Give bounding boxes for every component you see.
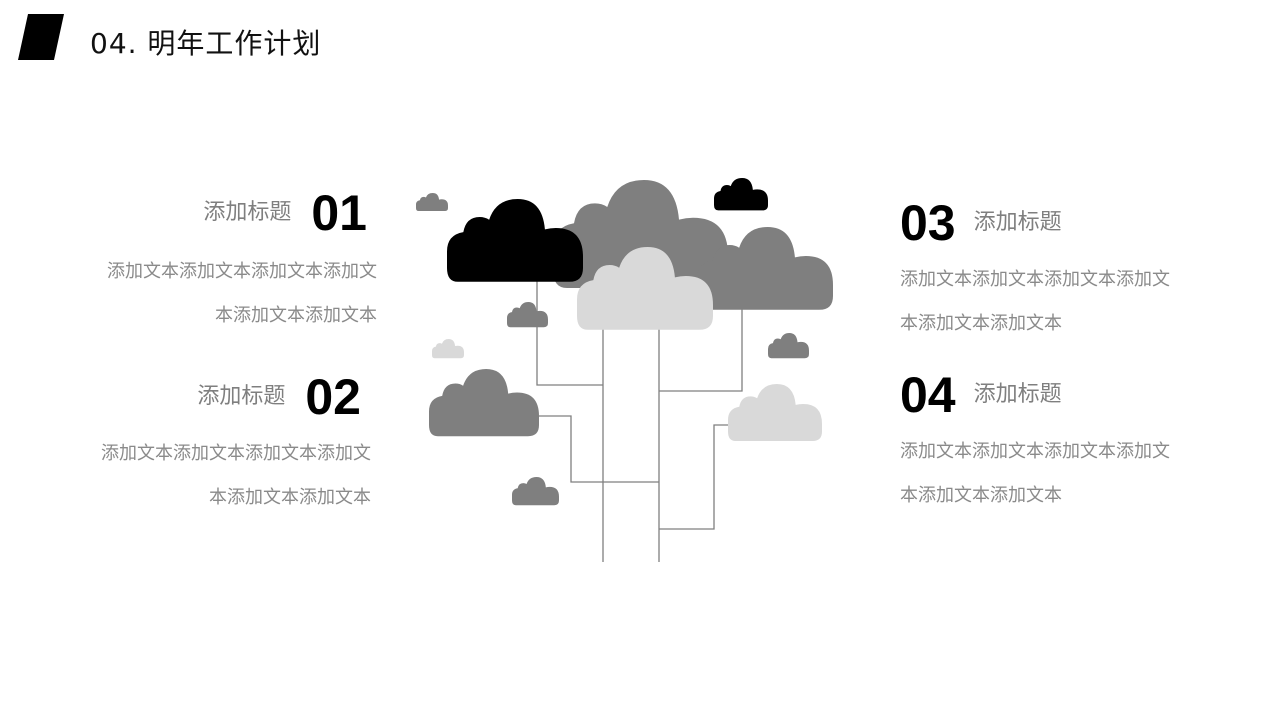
item-02-number: 02 [305, 369, 361, 425]
cloud-icon-02 [429, 369, 539, 437]
item-02-text-line2: 本添加文本添加文本 [209, 487, 371, 508]
item-01-text-line1: 添加文本添加文本添加文本添加文 [107, 261, 377, 282]
connector-lines [536, 280, 743, 562]
item-03-heading: 添加标题 [973, 210, 1062, 235]
item-01-text-line2: 本添加文本添加文本 [215, 305, 377, 326]
item-04-text-line1: 添加文本添加文本添加文本添加文 [900, 441, 1170, 462]
item-01-heading: 添加标题 [203, 200, 292, 225]
cloud-icon-small-gray-right [768, 333, 809, 359]
item-03-number: 03 [900, 195, 956, 251]
item-01-heading-row: 添加标题 01 [60, 188, 377, 238]
item-02-heading: 添加标题 [197, 384, 286, 409]
item-04: 04 添加标题 添加文本添加文本添加文本添加文 本添加文本添加文本 [900, 370, 1240, 518]
item-02: 添加标题 02 添加文本添加文本添加文本添加文 本添加文本添加文本 [54, 372, 371, 520]
cloud-icon-small-gray-midleft [507, 302, 548, 328]
item-04-text-line2: 本添加文本添加文本 [900, 485, 1062, 506]
page-title: 04. 明年工作计划 [90, 27, 322, 60]
item-03-heading-row: 03 添加标题 [900, 198, 1240, 248]
item-02-text-line1: 添加文本添加文本添加文本添加文 [101, 443, 371, 464]
item-03-text-line2: 本添加文本添加文本 [900, 313, 1062, 334]
cloud-icon-small-gray-topleft [416, 193, 448, 211]
item-04-number: 04 [900, 367, 956, 423]
cloud-icon-small-light-left [432, 339, 464, 359]
item-04-heading: 添加标题 [973, 382, 1062, 407]
item-04-heading-row: 04 添加标题 [900, 370, 1240, 420]
cloud-icon-04 [728, 384, 822, 441]
item-03-text-line1: 添加文本添加文本添加文本添加文 [900, 269, 1170, 290]
item-03: 03 添加标题 添加文本添加文本添加文本添加文 本添加文本添加文本 [900, 198, 1240, 346]
cloud-icon-small-gray-bottom [512, 477, 559, 506]
title-parallelogram-mark [18, 14, 64, 60]
cloud-icon-small-black-topright [714, 178, 768, 211]
item-02-heading-row: 添加标题 02 [54, 372, 371, 422]
cloud-icon-01 [447, 199, 583, 282]
item-01-number: 01 [311, 185, 367, 241]
item-01: 添加标题 01 添加文本添加文本添加文本添加文 本添加文本添加文本 [60, 188, 377, 338]
